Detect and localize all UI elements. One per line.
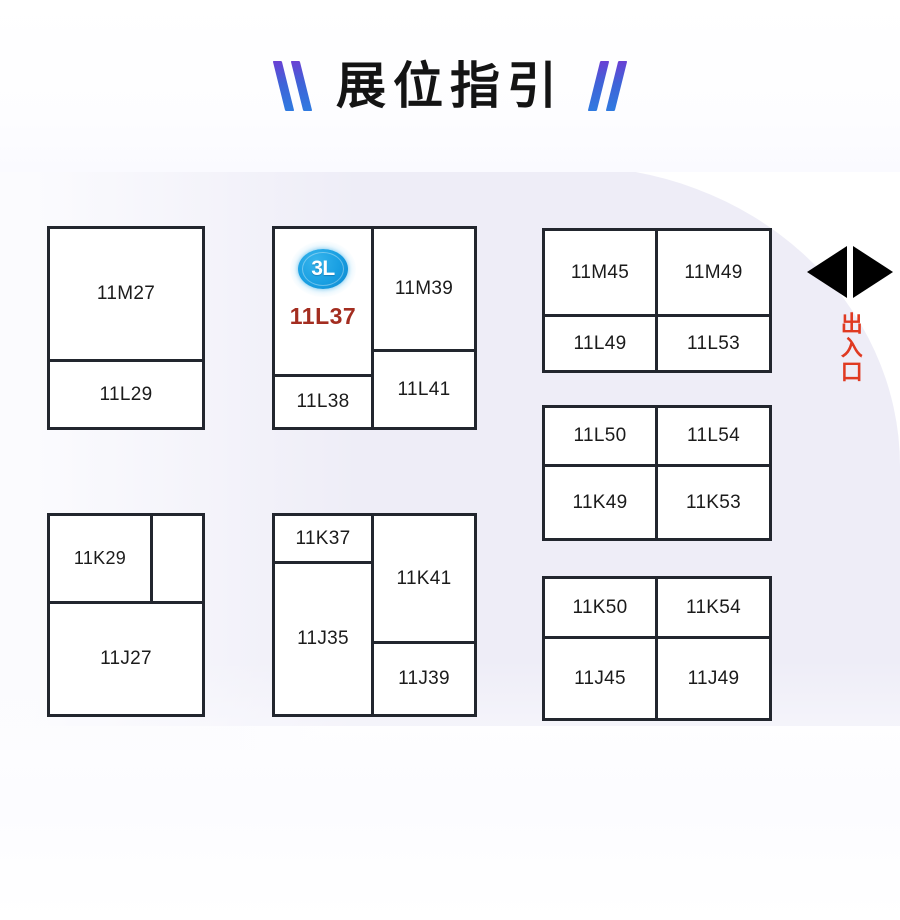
booth-cell-11L29[interactable]: 11L29 <box>50 362 202 427</box>
booth-cell-11M39[interactable]: 11M39 <box>374 229 474 349</box>
page-title: 展位指引 <box>336 58 564 114</box>
booth-code: 11J49 <box>687 667 740 689</box>
booth-code: 11L38 <box>296 391 350 412</box>
booth-code: 11K53 <box>685 491 742 513</box>
booth-cell-11L38[interactable]: 11L38 <box>275 377 371 427</box>
booth-code: 11K54 <box>685 596 742 618</box>
block-divider <box>545 636 769 639</box>
booth-code: 11M49 <box>684 261 743 283</box>
block-divider <box>275 561 371 564</box>
booth-cell-11J27[interactable]: 11J27 <box>50 604 202 714</box>
booth-code: 11M39 <box>394 278 454 299</box>
booth-logo-text: 3L <box>311 257 335 280</box>
booth-cell-11L50[interactable]: 11L50 <box>545 408 655 464</box>
booth-code: 11K37 <box>295 527 351 549</box>
booth-block-top-left: 11M27 11L29 <box>47 226 205 430</box>
block-divider <box>275 374 371 377</box>
block-divider <box>655 408 658 538</box>
booth-code: 11J39 <box>398 668 450 689</box>
booth-cell-11L53[interactable]: 11L53 <box>658 317 769 370</box>
booth-code: 11J45 <box>574 667 626 689</box>
page-header: 展位指引 <box>0 46 900 126</box>
booth-cell-unlabeled[interactable] <box>153 516 202 601</box>
block-divider <box>150 516 153 601</box>
background-fade-top <box>0 0 900 172</box>
booth-block-bottom-center: 11K37 11J35 11K41 11J39 <box>272 513 477 717</box>
booth-code: 11L29 <box>99 383 153 405</box>
double-backslash-decor-icon <box>272 61 313 111</box>
booth-cell-11K37[interactable]: 11K37 <box>275 516 371 561</box>
booth-cell-11K29[interactable]: 11K29 <box>50 516 150 601</box>
booth-code: 11L50 <box>573 425 627 446</box>
booth-cell-11L54[interactable]: 11L54 <box>658 408 769 464</box>
double-slash-decor-icon <box>587 61 628 111</box>
booth-cell-11L41[interactable]: 11L41 <box>374 352 474 427</box>
booth-code: 11M45 <box>570 261 630 283</box>
booth-code: 11L53 <box>687 332 740 354</box>
double-arrow-left-right-icon <box>807 246 893 298</box>
entrance-exit-marker[interactable]: 出入口 <box>806 246 894 411</box>
booth-cell-11M49[interactable]: 11M49 <box>658 231 769 314</box>
booth-code: 11L54 <box>687 425 740 446</box>
booth-block-bottom-right: 11K50 11K54 11J45 11J49 <box>542 576 772 721</box>
block-divider <box>374 641 474 644</box>
booth-cell-11M45[interactable]: 11M45 <box>545 231 655 314</box>
booth-cell-11K49[interactable]: 11K49 <box>545 467 655 538</box>
block-divider <box>371 516 374 714</box>
booth-block-bottom-left: 11K29 11J27 <box>47 513 205 717</box>
booth-code: 11K49 <box>572 491 628 513</box>
booth-block-middle-right: 11L50 11L54 11K49 11K53 <box>542 405 772 541</box>
booth-cell-11J39[interactable]: 11J39 <box>374 644 474 714</box>
block-divider <box>545 464 769 467</box>
block-divider <box>655 579 658 718</box>
booth-cell-11J35[interactable]: 11J35 <box>275 564 371 714</box>
floor-map: 11M27 11L29 3L 11L37 11L38 11M39 11 <box>47 226 772 721</box>
booth-code: 11K50 <box>572 596 628 618</box>
booth-cell-11K50[interactable]: 11K50 <box>545 579 655 636</box>
booth-cell-11K41[interactable]: 11K41 <box>374 516 474 641</box>
booth-cell-11K54[interactable]: 11K54 <box>658 579 769 636</box>
booth-code: 11L49 <box>573 332 627 354</box>
booth-block-top-right: 11M45 11M49 11L49 11L53 <box>542 228 772 373</box>
booth-code: 11K41 <box>396 567 452 589</box>
booth-code: 11M27 <box>96 283 156 304</box>
block-divider <box>545 314 769 317</box>
block-divider <box>374 349 474 352</box>
booth-block-top-center: 3L 11L37 11L38 11M39 11L41 <box>272 226 477 430</box>
booth-cell-11K53[interactable]: 11K53 <box>658 467 769 538</box>
booth-cell-11J49[interactable]: 11J49 <box>658 639 769 718</box>
booth-cell-11M27[interactable]: 11M27 <box>50 229 202 359</box>
booth-logo-3l-icon: 3L <box>290 241 356 297</box>
booth-cell-11L37[interactable]: 3L 11L37 <box>275 229 371 374</box>
booth-code: 11J27 <box>100 648 152 669</box>
block-divider <box>655 231 658 370</box>
booth-cell-11J45[interactable]: 11J45 <box>545 639 655 718</box>
booth-code: 11L41 <box>397 378 451 400</box>
block-divider <box>50 601 202 604</box>
entrance-exit-label: 出入口 <box>837 312 863 384</box>
booth-cell-11L49[interactable]: 11L49 <box>545 317 655 370</box>
block-divider <box>50 359 202 362</box>
booth-code-featured: 11L37 <box>289 303 357 329</box>
booth-code: 11J35 <box>297 628 349 649</box>
booth-code: 11K29 <box>73 548 127 568</box>
block-divider <box>371 229 374 427</box>
